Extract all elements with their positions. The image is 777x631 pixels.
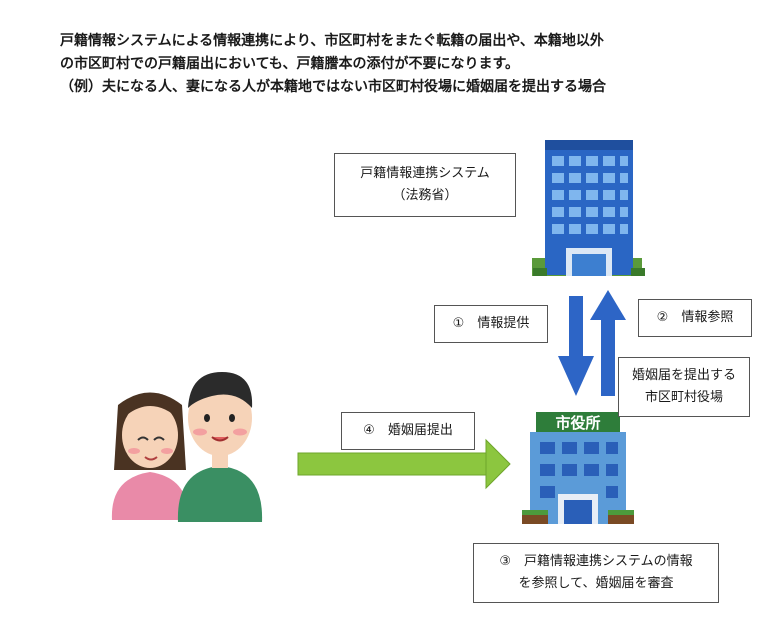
city-hall-sign: 市役所: [555, 414, 601, 432]
info-reference-arrow: [590, 290, 626, 396]
intro-line-3: （例）夫になる人、妻になる人が本籍地ではない市区町村役場に婚姻届を提出する場合: [60, 79, 606, 95]
city-hall-building-icon: [522, 412, 634, 524]
couple-illustration: [111, 372, 263, 522]
system-box-title: 戸籍情報連携システム: [360, 166, 490, 181]
step4-label: ④ 婚姻届提出: [341, 412, 475, 450]
system-box: 戸籍情報連携システム （法務省）: [334, 153, 516, 217]
step2-label: ② 情報参照: [638, 299, 752, 337]
intro-line-1: 戸籍情報システムによる情報連携により、市区町村をまたぐ転籍の届出や、本籍地以外: [60, 33, 604, 49]
step1-text: ① 情報提供: [452, 316, 530, 331]
office-box-line1: 婚姻届を提出する: [631, 368, 736, 383]
office-box: 婚姻届を提出する 市区町村役場: [618, 357, 750, 417]
ministry-building-icon: [532, 140, 645, 276]
step1-label: ① 情報提供: [434, 305, 548, 343]
info-provide-arrow: [558, 296, 594, 396]
step3-line1: ③ 戸籍情報連携システムの情報: [499, 554, 693, 569]
step2-text: ② 情報参照: [656, 310, 734, 325]
step3-label: ③ 戸籍情報連携システムの情報 を参照して、婚姻届を審査: [473, 543, 719, 603]
intro-text: 戸籍情報システムによる情報連携により、市区町村をまたぐ転籍の届出や、本籍地以外 …: [60, 30, 760, 99]
submit-arrow: [297, 438, 511, 490]
intro-line-2: の市区町村での戸籍届出においても、戸籍謄本の添付が不要になります。: [60, 56, 520, 72]
step4-text: ④ 婚姻届提出: [363, 423, 453, 438]
step3-line2: を参照して、婚姻届を審査: [518, 576, 674, 591]
system-box-ministry: （法務省）: [392, 188, 458, 203]
office-box-line2: 市区町村役場: [644, 390, 723, 405]
